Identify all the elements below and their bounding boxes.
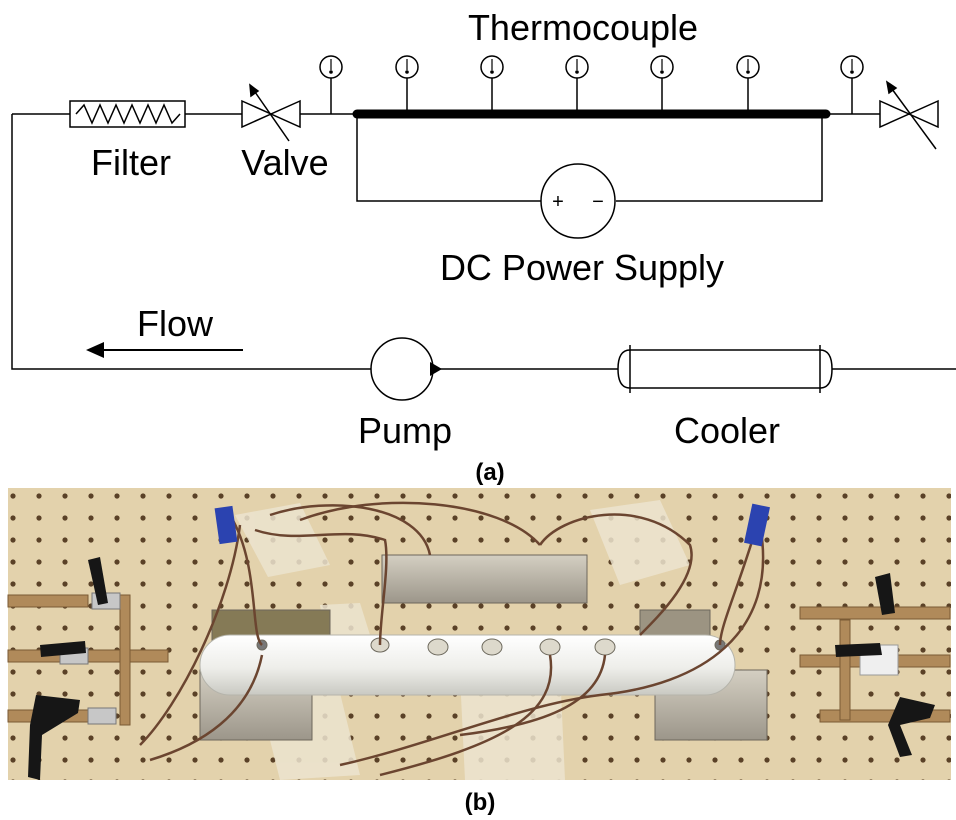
- cooler-label: Cooler: [674, 410, 780, 451]
- thermocouple-gauge: [651, 56, 673, 114]
- filter-label: Filter: [91, 142, 171, 183]
- outlet-valve-symbol: [880, 82, 938, 149]
- dc-power-supply-label: DC Power Supply: [440, 247, 724, 288]
- thermocouple-gauge: [481, 56, 503, 114]
- pump-symbol: [371, 338, 442, 400]
- experimental-setup-photo: (b): [0, 485, 956, 820]
- valve-label: Valve: [241, 142, 328, 183]
- caption-b: (b): [465, 789, 496, 816]
- power-minus-sign: −: [592, 191, 604, 213]
- pump-label: Pump: [358, 410, 452, 451]
- power-plus-sign: +: [552, 191, 564, 213]
- flow-arrow: [86, 342, 243, 358]
- flow-label: Flow: [137, 303, 214, 344]
- inlet-valve-symbol: [242, 85, 300, 141]
- filter-symbol: [70, 101, 185, 127]
- cooler-symbol: [618, 345, 832, 393]
- thermocouple-label: Thermocouple: [468, 7, 698, 48]
- thermocouple-gauge: [841, 56, 863, 114]
- thermocouple-gauge: [396, 56, 418, 114]
- thermocouple-gauge: [566, 56, 588, 114]
- caption-a: (a): [475, 459, 504, 485]
- thermocouple-gauge: [320, 56, 342, 114]
- thermocouple-group: [320, 56, 863, 114]
- flow-loop-schematic: + − Thermocouple Filter Valve DC Power S…: [0, 0, 956, 485]
- thermocouple-gauge: [737, 56, 759, 114]
